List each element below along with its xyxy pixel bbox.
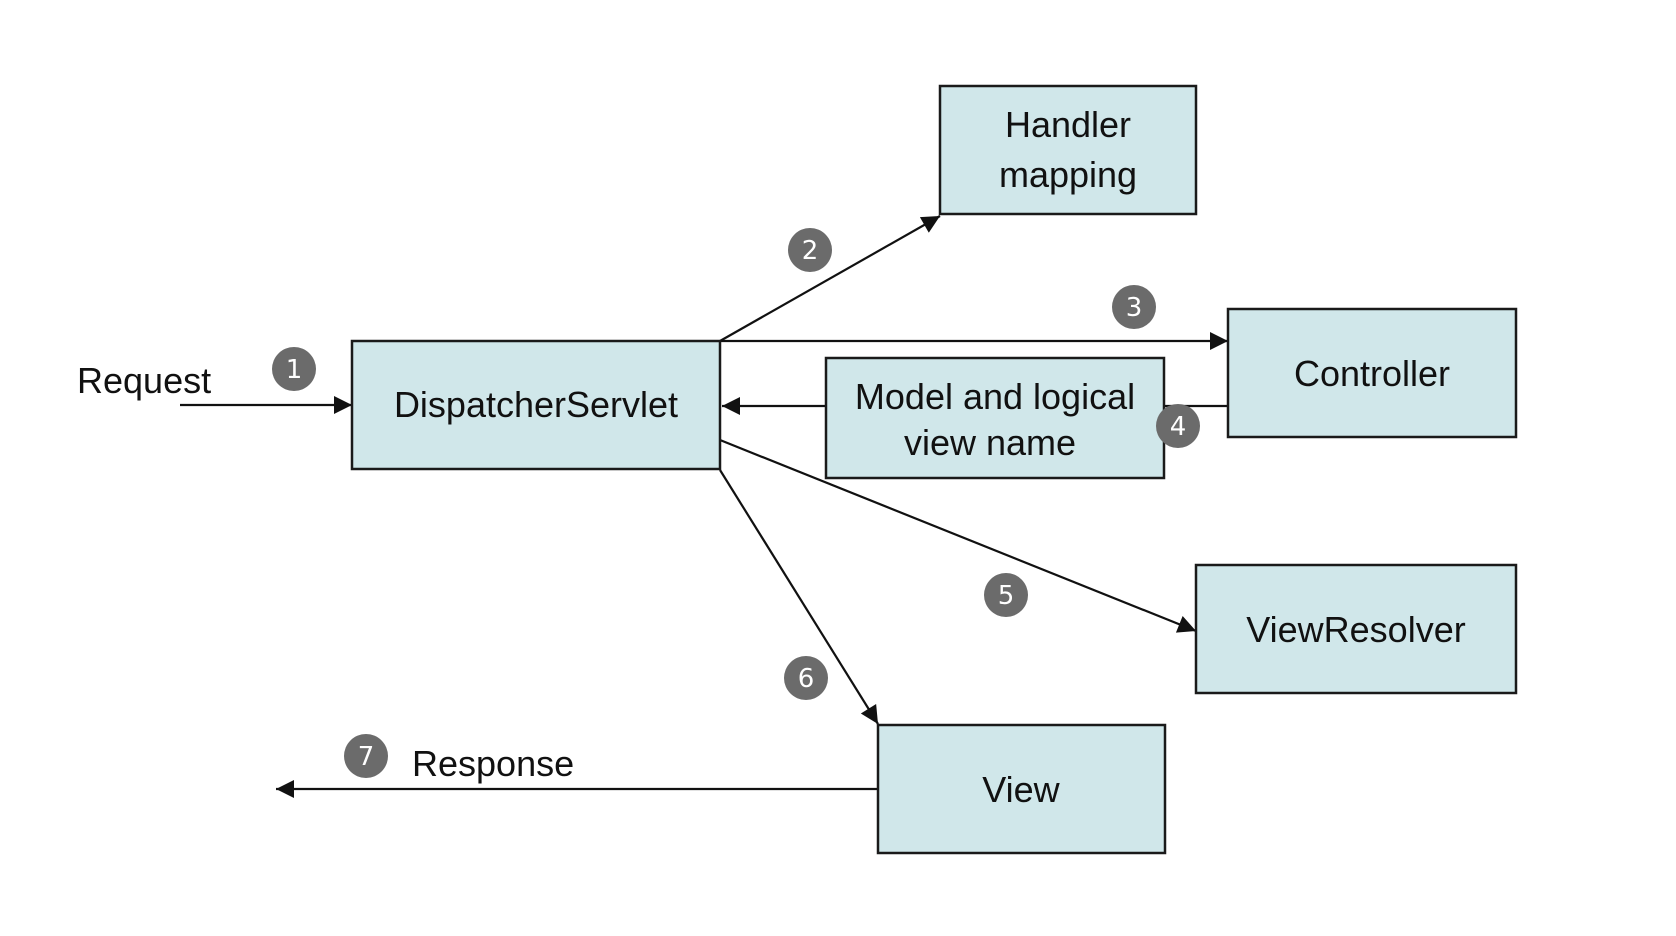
step-badge-1-number: 1 xyxy=(286,355,303,385)
handler-mapping-label-line-2: mapping xyxy=(999,154,1137,195)
dispatcher-servlet-label: DispatcherServlet xyxy=(394,384,678,425)
controller-label: Controller xyxy=(1294,353,1450,394)
view-resolver-arrow xyxy=(719,438,1197,633)
request-label: Request xyxy=(77,360,211,401)
controller-node: Controller xyxy=(1226,307,1518,439)
response-label: Response xyxy=(412,743,574,784)
step-badge-4: 4 xyxy=(1156,404,1200,448)
step-badge-1: 1 xyxy=(272,347,316,391)
handler-mapping-label-line-1: Handler xyxy=(1005,104,1131,145)
handler-mapping-node: Handler mapping xyxy=(938,84,1198,216)
model-and-view-name-node: Model and logical view name xyxy=(824,356,1166,480)
step-badge-6: 6 xyxy=(784,656,828,700)
view-node: View xyxy=(876,723,1167,855)
step-badge-3: 3 xyxy=(1112,285,1156,329)
step-badge-4-number: 4 xyxy=(1170,412,1187,442)
view-arrow xyxy=(719,469,879,725)
step-badge-7-number: 7 xyxy=(358,742,375,772)
step-badge-2: 2 xyxy=(788,228,832,272)
model-view-label-line-1: Model and logical xyxy=(855,376,1135,417)
view-resolver-node: ViewResolver xyxy=(1194,563,1518,695)
dispatcher-servlet-node: DispatcherServlet xyxy=(350,339,722,471)
model-view-label-line-2: view name xyxy=(904,422,1076,463)
handler-mapping-arrow xyxy=(719,215,941,342)
step-badge-7: 7 xyxy=(344,734,388,778)
step-badge-6-number: 6 xyxy=(798,664,815,694)
view-label: View xyxy=(982,769,1060,810)
step-badge-3-number: 3 xyxy=(1126,293,1143,323)
view-resolver-label: ViewResolver xyxy=(1246,609,1465,650)
step-badge-5-number: 5 xyxy=(998,581,1015,611)
step-badge-2-number: 2 xyxy=(802,236,819,266)
step-badge-5: 5 xyxy=(984,573,1028,617)
